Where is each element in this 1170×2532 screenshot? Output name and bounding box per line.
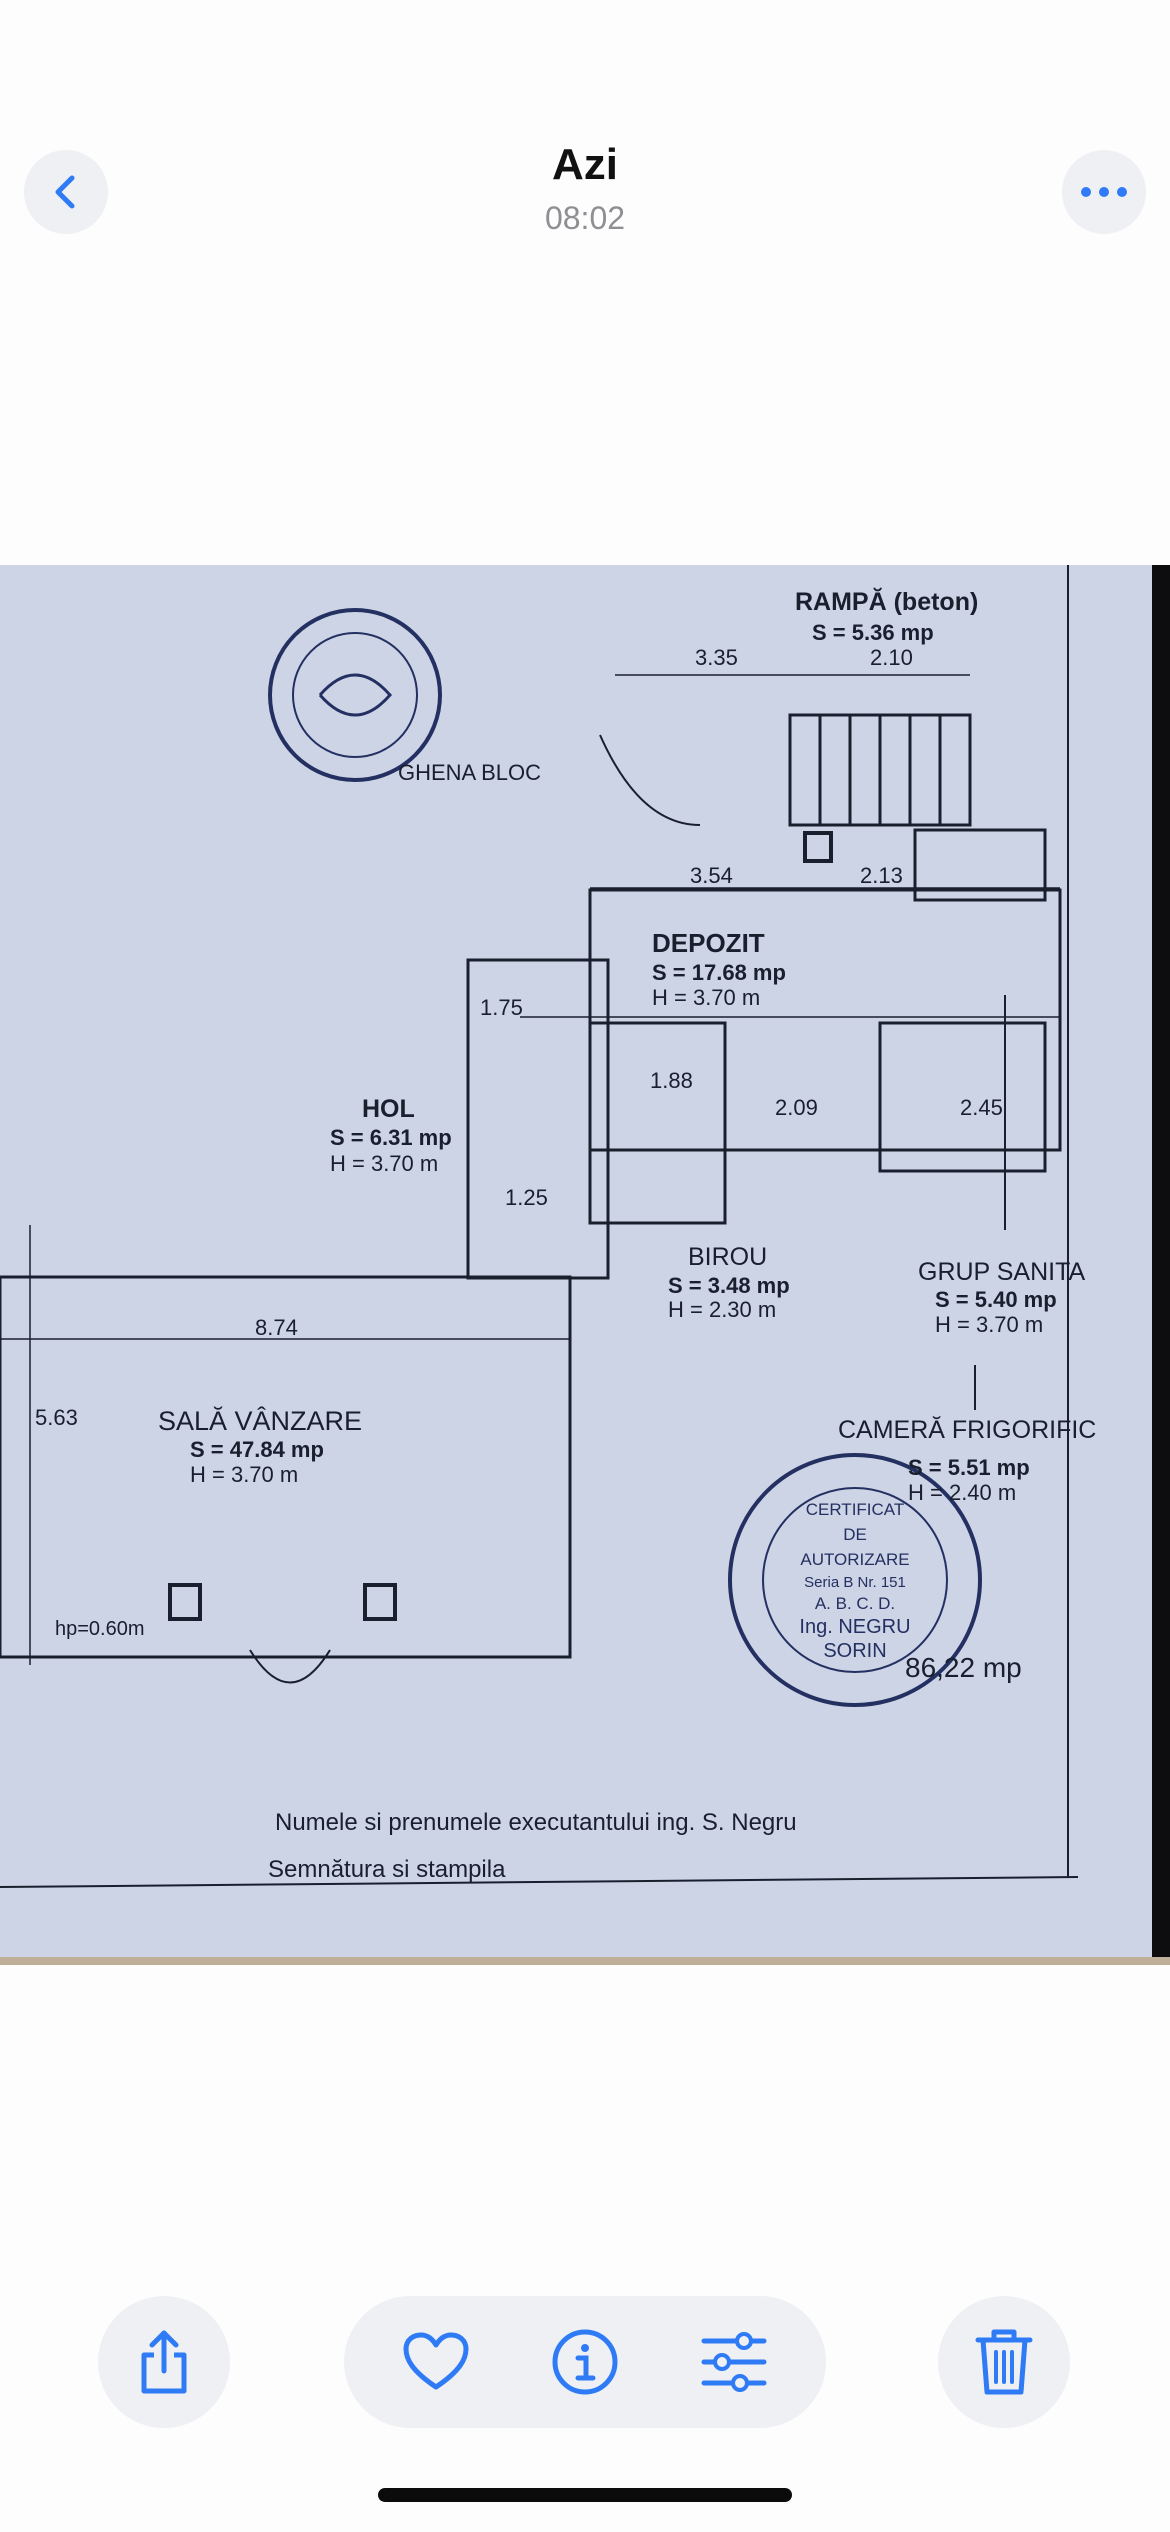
dim-8-74: 8.74 <box>255 1315 298 1340</box>
dim-3-35: 3.35 <box>695 645 738 670</box>
hol-wall <box>466 958 610 1280</box>
hol-title: HOL <box>362 1095 415 1123</box>
camera-frigorific-wall <box>913 828 1047 902</box>
page-title: Azi <box>552 140 618 189</box>
certification-stamp: CERTIFICAT DE AUTORIZARE Seria B Nr. 151… <box>728 1453 982 1707</box>
signature-label: Semnătura si stampila <box>268 1856 506 1883</box>
cadastre-seal-stamp <box>268 608 442 782</box>
grup-height: H = 3.70 m <box>935 1312 1043 1337</box>
ramp-area: S = 5.36 mp <box>812 620 934 645</box>
dim-2-45: 2.45 <box>960 1095 1003 1120</box>
grup-area: S = 5.40 mp <box>935 1287 1057 1312</box>
sala-height: H = 3.70 m <box>190 1462 298 1487</box>
info-button[interactable] <box>545 2322 625 2402</box>
hol-area: S = 6.31 mp <box>330 1125 452 1150</box>
share-icon <box>141 2330 187 2394</box>
photo-bottom-edge <box>0 1957 1170 1965</box>
sala-title: SALĂ VÂNZARE <box>158 1405 362 1436</box>
hp-label: hp=0.60m <box>55 1618 145 1640</box>
grup-sanitar-wall <box>878 1021 1047 1173</box>
favorite-button[interactable] <box>396 2322 476 2402</box>
depozit-area: S = 17.68 mp <box>652 960 786 985</box>
adjust-button[interactable] <box>694 2322 774 2402</box>
photo-time: 08:02 <box>544 200 626 236</box>
dim-1-25: 1.25 <box>505 1185 548 1210</box>
chevron-left-icon <box>55 175 75 209</box>
dim-2-09: 2.09 <box>775 1095 818 1120</box>
sala-vanzare-wall <box>0 1275 572 1659</box>
birou-wall <box>588 1021 727 1225</box>
stamp-line-6: Ing. NEGRU <box>799 1616 910 1638</box>
delete-button[interactable] <box>938 2296 1070 2428</box>
floor-plan-image: CERTIFICAT DE AUTORIZARE Seria B Nr. 151… <box>0 565 1096 1888</box>
more-options-button[interactable] <box>1062 150 1146 234</box>
stamp-line-1: CERTIFICAT <box>806 1500 905 1519</box>
back-button[interactable] <box>24 150 108 234</box>
depozit-height: H = 3.70 m <box>652 985 760 1010</box>
photo-viewer[interactable]: CERTIFICAT DE AUTORIZARE Seria B Nr. 151… <box>0 565 1170 1965</box>
stamp-line-5: A. B. C. D. <box>815 1594 895 1613</box>
total-area: 86,22 mp <box>905 1652 1022 1683</box>
depozit-wall <box>588 888 1062 1152</box>
dim-2-13: 2.13 <box>860 863 903 888</box>
stamp-line-2: DE <box>843 1525 867 1544</box>
stamp-line-4: Seria B Nr. 151 <box>804 1574 906 1591</box>
stamp-line-7: SORIN <box>823 1640 886 1662</box>
top-navigation-bar: Azi 08:02 <box>0 0 1170 260</box>
dim-2-10: 2.10 <box>870 645 913 670</box>
sala-area: S = 47.84 mp <box>190 1437 324 1462</box>
grup-title: GRUP SANITA <box>918 1258 1085 1286</box>
dim-3-54: 3.54 <box>690 863 733 888</box>
photo-edge <box>1152 565 1170 1965</box>
camera-title: CAMERĂ FRIGORIFIC <box>838 1415 1096 1444</box>
ramp-title: RAMPĂ (beton) <box>795 587 978 616</box>
depozit-title: DEPOZIT <box>652 928 765 958</box>
stamp-line-3: AUTORIZARE <box>800 1550 909 1569</box>
info-icon <box>552 2329 618 2395</box>
birou-title: BIROU <box>688 1243 767 1271</box>
birou-area: S = 3.48 mp <box>668 1273 790 1298</box>
ellipsis-icon <box>1081 187 1127 197</box>
share-button[interactable] <box>98 2296 230 2428</box>
hol-height: H = 3.70 m <box>330 1151 438 1176</box>
trash-icon <box>975 2329 1033 2395</box>
birou-height: H = 2.30 m <box>668 1297 776 1322</box>
camera-area: S = 5.51 mp <box>908 1455 1030 1480</box>
dim-1-88: 1.88 <box>650 1068 693 1093</box>
dim-5-63: 5.63 <box>35 1405 78 1430</box>
home-indicator[interactable] <box>378 2488 792 2502</box>
photo-actions-group <box>344 2296 826 2428</box>
heart-icon <box>403 2332 469 2390</box>
dim-1-75: 1.75 <box>480 995 523 1020</box>
camera-height: H = 2.40 m <box>908 1480 1016 1505</box>
executant-label: Numele si prenumele executantului ing. S… <box>275 1809 797 1836</box>
sliders-icon <box>701 2332 767 2392</box>
ghena-label: GHENA BLOC <box>398 760 541 785</box>
